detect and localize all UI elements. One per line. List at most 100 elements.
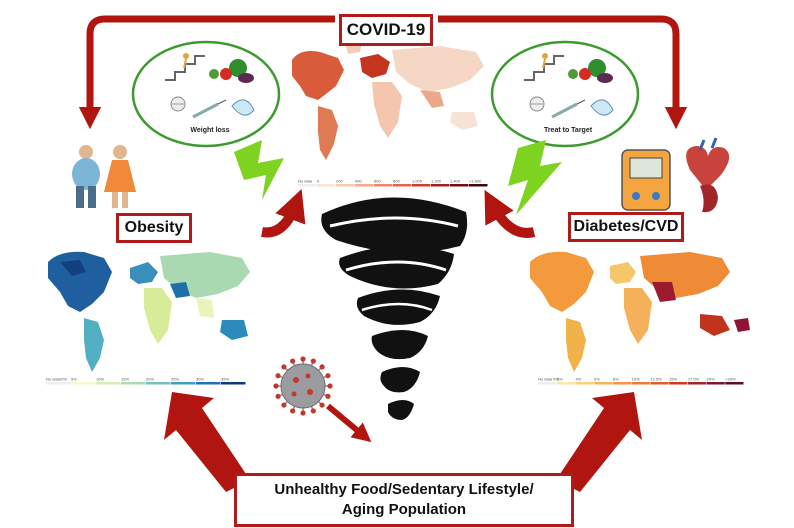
- obese-people-icon: [72, 145, 136, 208]
- virus-spike-tip: [275, 393, 281, 399]
- covid-legend-swatch: [317, 184, 336, 187]
- treat-to-target-label: Treat to Target: [544, 127, 593, 134]
- covid-label-text: COVID-19: [346, 20, 426, 39]
- diabetes-legend-label: 8%: [613, 377, 619, 382]
- covid-legend-label: 0: [317, 179, 320, 184]
- bottom-to-obesity-arrow: [164, 392, 250, 492]
- virus-spike-tip: [327, 383, 333, 389]
- diabetes-legend-label: 20%: [707, 377, 715, 382]
- diabetes-legend-label: 15%: [669, 377, 677, 382]
- virus-spike-tip: [300, 356, 306, 362]
- diabetes-legend-swatch: [594, 382, 613, 385]
- obesity-legend-swatch: [121, 382, 146, 385]
- virus-spike-tip: [300, 410, 306, 416]
- obesity-legend-label: 10%: [96, 377, 104, 382]
- obesity-legend: No data/0% 5% 10% 15% 20% 25% 30% 35%: [46, 377, 246, 385]
- obesity-legend-label: 20%: [146, 377, 154, 382]
- bottom-to-diabetes-arrow: [556, 392, 642, 492]
- diabetes-legend-swatch: [650, 382, 669, 385]
- diabetes-legend-label: >20%: [725, 377, 736, 382]
- obesity-legend-label: 15%: [121, 377, 129, 382]
- covid-legend-swatch: [412, 184, 431, 187]
- scale-icon: [590, 99, 614, 116]
- coronavirus-icon: [273, 356, 333, 416]
- covid-legend-label: 1,400: [450, 179, 461, 184]
- diabetes-legend-swatch: [725, 382, 744, 385]
- diabetes-legend-label: 2%: [557, 377, 563, 382]
- covid-world-map: [292, 42, 484, 160]
- covid-legend-swatch: [469, 184, 488, 187]
- scale-icon: [231, 99, 255, 116]
- obesity-legend-swatch: [71, 382, 96, 385]
- weight-loss-label: Weight loss: [190, 127, 229, 134]
- diabetes-legend-label: 4%: [575, 377, 581, 382]
- obesity-legend-label: 30%: [196, 377, 204, 382]
- vegetables-icon: [568, 59, 613, 83]
- obesity-legend-swatch: [171, 382, 196, 385]
- virus-spike-tip: [319, 402, 325, 408]
- virus-spike-tip: [290, 408, 296, 414]
- covid-legend-label: 800: [393, 179, 400, 184]
- heart-icon: [686, 137, 730, 190]
- risk-factors-line-1: Unhealthy Food/Sedentary Lifestyle/: [274, 481, 534, 498]
- covid-to-obesity-arrow: [78, 15, 335, 130]
- diabetes-legend: No data 0%2%4%6%8%10%12.5%15%17.5%20%>20…: [538, 377, 744, 385]
- diabetes-legend-swatch: [631, 382, 650, 385]
- covid-legend-label: 1,000: [412, 179, 423, 184]
- obesity-world-map: [48, 251, 250, 372]
- diabetes-legend-swatch: [556, 382, 575, 385]
- kidney-icon: [700, 184, 718, 213]
- obesity-label: Obesity: [116, 213, 192, 243]
- vegetables-icon: [209, 59, 254, 83]
- diabetes-legend-label: 6%: [594, 377, 600, 382]
- diabetes-legend-label: 17.5%: [688, 377, 700, 382]
- diabetes-to-tornado-arrow: [484, 189, 536, 238]
- lightning-left-icon: [234, 140, 284, 200]
- diabetes-legend-swatch: [669, 382, 688, 385]
- obesity-legend-label: 35%: [221, 377, 229, 382]
- diabetes-label: Diabetes/CVD: [568, 212, 684, 242]
- diabetes-legend-swatch: [575, 382, 594, 385]
- treat-to-target-oval: Treat to Target: [490, 40, 640, 148]
- tornado-icon: [321, 197, 468, 420]
- weight-loss-oval: Weight loss: [131, 40, 281, 148]
- pill-icon: [170, 96, 186, 112]
- virus-spike-tip: [275, 373, 281, 379]
- diabetes-legend-swatch: [687, 382, 707, 385]
- covid-label: COVID-19: [339, 14, 433, 46]
- obesity-to-tornado-arrow: [261, 189, 306, 238]
- obesity-legend-label: No data/0%: [46, 377, 67, 382]
- covid-legend-swatch: [450, 184, 469, 187]
- covid-to-diabetes-arrow: [438, 15, 688, 130]
- virus-spike-tip: [281, 364, 287, 370]
- virus-spike-tip: [310, 408, 316, 414]
- covid-legend-swatch: [336, 184, 355, 187]
- pill-icon: [529, 96, 545, 112]
- virus-spike-tip: [290, 358, 296, 364]
- lightning-right-icon: [508, 140, 562, 215]
- diabetes-legend-swatch: [538, 382, 557, 385]
- virus-spike-tip: [273, 383, 279, 389]
- obesity-legend-label: 5%: [71, 377, 77, 382]
- virus-spike-tip: [310, 358, 316, 364]
- virus-to-tornado-arrow: [326, 403, 372, 443]
- risk-factors-label: Unhealthy Food/Sedentary Lifestyle/ Agin…: [234, 473, 574, 527]
- covid-legend-label: 400: [355, 179, 362, 184]
- syringe-icon: [192, 99, 227, 119]
- obesity-legend-swatch: [146, 382, 171, 385]
- obesity-label-text: Obesity: [124, 219, 184, 236]
- obesity-legend-swatch: [196, 382, 221, 385]
- obesity-legend-label: 25%: [171, 377, 179, 382]
- diabetes-world-map: [530, 251, 750, 372]
- diabetes-label-text: Diabetes/CVD: [573, 218, 679, 235]
- virus-spike-tip: [319, 364, 325, 370]
- covid-legend-label: 1,200: [431, 179, 442, 184]
- obesity-legend-swatch: [46, 382, 71, 385]
- diabetes-legend-label: No data 0%: [538, 377, 559, 382]
- covid-legend-swatch: [355, 184, 374, 187]
- diabetes-legend-label: 10%: [632, 377, 640, 382]
- covid-legend-label: No data: [298, 179, 313, 184]
- covid-legend-swatch: [393, 184, 412, 187]
- glucose-meter-icon: [621, 149, 671, 211]
